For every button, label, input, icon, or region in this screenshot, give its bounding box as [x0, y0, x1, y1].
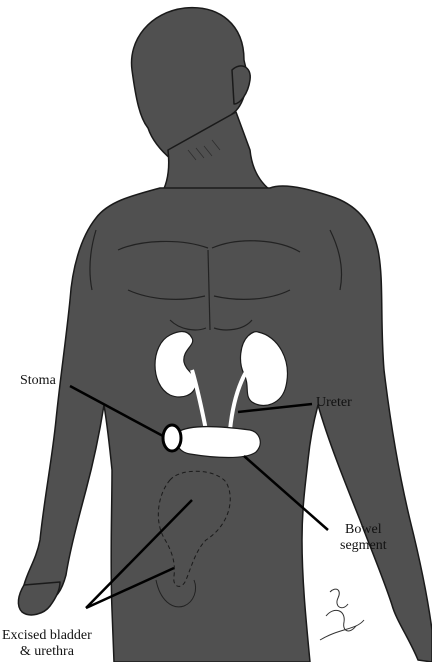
ureter-icon [228, 371, 248, 431]
stoma-leader-line [69, 384, 164, 438]
excised-label: Excised bladder & urethra [2, 628, 92, 660]
stoma-label: Stoma [20, 373, 56, 388]
artist-signature [319, 588, 365, 641]
ureter-icon [190, 369, 208, 431]
body-silhouette [17, 6, 432, 662]
bowel-segment-icon [175, 425, 261, 459]
torso [22, 185, 432, 662]
excised-leader-line-1 [85, 499, 193, 609]
muscle-lines [89, 229, 343, 331]
bowel-label-line2: segment [340, 538, 387, 553]
pelvic-outline [155, 579, 197, 608]
ear [231, 65, 251, 105]
left-hand [17, 581, 61, 616]
bowel-label-line1: Bowel [345, 522, 382, 537]
bowel-segment-label: Bowel segment [340, 522, 387, 554]
excised-leader-line-2 [85, 566, 175, 610]
excised-label-line2: & urethra [19, 644, 74, 659]
ureter-leader-line [237, 402, 313, 414]
leader-lines [69, 384, 329, 610]
bowel-leader-line [243, 455, 329, 531]
ureter-label: Ureter [316, 395, 352, 410]
stoma-icon [161, 423, 183, 453]
excised-label-line1: Excised bladder [2, 628, 92, 643]
right-kidney-icon [239, 331, 288, 407]
beard-stubble [187, 139, 221, 161]
